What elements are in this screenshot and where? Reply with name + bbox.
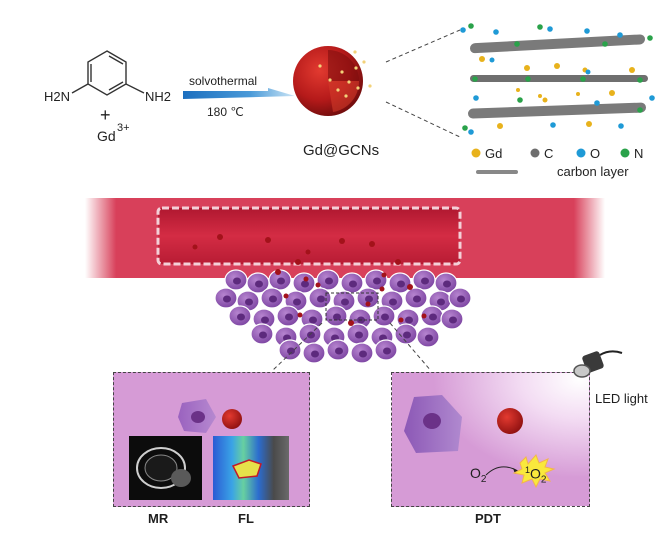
condition-temperature: 180 ℃	[207, 105, 244, 119]
singlet-oxygen-label: 1O2	[525, 465, 547, 486]
mr-image	[129, 436, 202, 500]
nanoparticle	[222, 409, 242, 429]
cell-nucleus	[359, 350, 367, 358]
gd-gcns-nanoparticle	[293, 46, 372, 116]
cell-nucleus	[341, 298, 349, 306]
cell-and-particle	[178, 399, 242, 433]
cell-nucleus	[429, 313, 437, 321]
amine-right-label: NH2	[145, 89, 171, 104]
cell-nucleus	[237, 313, 245, 321]
vessel-lumen	[156, 206, 462, 266]
reaction-arc-arrow	[485, 466, 519, 476]
benzene-ring	[71, 50, 145, 96]
legend-swatch-gd	[471, 148, 481, 158]
vessel-nanoparticles	[192, 234, 427, 326]
cell-nucleus	[443, 280, 451, 288]
product-label: Gd@GCNs	[303, 142, 379, 159]
pdt-label: PDT	[475, 511, 501, 526]
cell-nucleus	[397, 280, 405, 288]
cell-nucleus	[259, 331, 267, 339]
cell-nucleus	[349, 280, 357, 288]
cell-nucleus	[261, 316, 269, 324]
gd-ion-charge: 3+	[117, 122, 130, 134]
nanoparticle	[497, 408, 523, 434]
cell-nucleus	[449, 316, 457, 324]
cell-nucleus	[301, 280, 309, 288]
legend-label-o: O	[590, 146, 600, 161]
legend-swatch-carbon-layer	[476, 170, 518, 174]
atom-legend: Gd C O N carbon layer	[471, 146, 643, 179]
vessel-tumor-illustration	[85, 198, 605, 370]
cell-nucleus	[269, 295, 277, 303]
cell-nucleus	[425, 334, 433, 342]
cell-nucleus	[285, 313, 293, 321]
cell-nucleus	[335, 347, 343, 355]
cell-nucleus	[413, 295, 421, 303]
cell-nucleus	[325, 277, 333, 285]
cell-nucleus	[277, 277, 285, 285]
oxygen-label: O2	[470, 465, 487, 485]
legend-swatch-o	[576, 148, 586, 158]
reaction-arrow	[183, 88, 295, 99]
cell-nucleus	[309, 316, 317, 324]
cell-nucleus	[373, 277, 381, 285]
fl-image	[213, 436, 289, 500]
cell-nucleus	[389, 298, 397, 306]
cell-nucleus	[245, 298, 253, 306]
cell-nucleus	[255, 280, 263, 288]
cell-nucleus	[405, 316, 413, 324]
legend-label-gd: Gd	[485, 146, 502, 161]
cell-nucleus	[355, 331, 363, 339]
cell-nucleus	[333, 313, 341, 321]
led-light-label: LED light	[595, 391, 648, 406]
cell-nucleus	[381, 313, 389, 321]
plus-sign: +	[100, 105, 111, 125]
therapy-panel: O2 1O2	[391, 372, 590, 507]
amine-left-label: H2N	[44, 89, 70, 104]
cell-nucleus	[287, 347, 295, 355]
legend-swatch-n	[620, 148, 630, 158]
cell-nucleus	[233, 277, 241, 285]
legend-label-n: N	[634, 146, 643, 161]
zoom-region-box	[325, 292, 379, 321]
carbon-layer-structure	[460, 23, 655, 135]
led-light-icon	[573, 350, 623, 378]
singlet-oxygen-burst	[512, 454, 556, 489]
cell-nucleus	[383, 347, 391, 355]
cell-nucleus	[457, 295, 465, 303]
legend-label-carbon-layer: carbon layer	[557, 164, 629, 179]
cell-nucleus	[317, 295, 325, 303]
cell-nucleus	[421, 277, 429, 285]
gd-ion-label: Gd	[97, 128, 116, 144]
cell-nucleus	[307, 331, 315, 339]
cell-nucleus	[293, 298, 301, 306]
imaging-panel	[113, 372, 310, 507]
mr-label: MR	[148, 511, 169, 526]
legend-swatch-c	[530, 148, 540, 158]
cell-nucleus	[311, 350, 319, 358]
legend-label-c: C	[544, 146, 553, 161]
tumor-cells	[214, 269, 472, 364]
cell-nucleus	[403, 331, 411, 339]
cell-nucleus	[437, 298, 445, 306]
fl-label: FL	[238, 511, 254, 526]
cell-nucleus	[223, 295, 231, 303]
cell-nucleus	[365, 295, 373, 303]
condition-solvothermal: solvothermal	[189, 74, 257, 88]
reaction-scheme: H2N NH2 + Gd 3+ solvothermal 180 ℃ Gd@GC…	[44, 23, 655, 179]
